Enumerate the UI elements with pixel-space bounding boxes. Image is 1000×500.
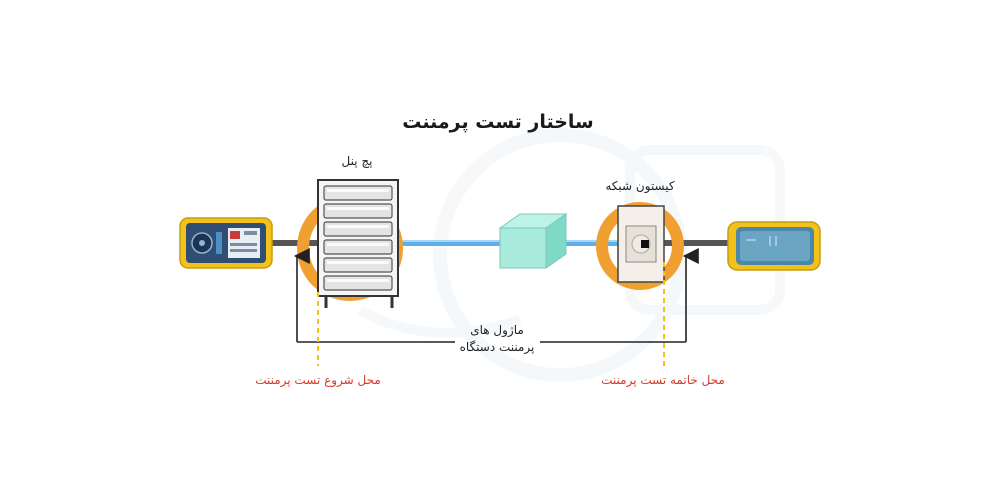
module-label-line2: پرمننت دستگاه xyxy=(460,340,535,355)
patch-panel-label: پچ پنل xyxy=(342,154,373,168)
test-span-bracket xyxy=(293,248,699,343)
keystone-label: کیستون شبکه xyxy=(605,179,675,194)
end-point-label: محل خاتمه تست پرمننت xyxy=(601,373,725,388)
tester-main-device xyxy=(179,217,273,269)
diagram-title: ساختار تست پرمننت xyxy=(402,111,594,133)
patch-panel-rack xyxy=(317,179,399,308)
network-cube xyxy=(498,213,568,269)
watermark xyxy=(357,128,785,382)
keystone-wall-plate xyxy=(617,205,665,283)
module-label-line1: ماژول های xyxy=(470,323,524,338)
start-point-label: محل شروع تست پرمننت xyxy=(255,373,381,388)
tester-remote-device xyxy=(727,221,821,271)
